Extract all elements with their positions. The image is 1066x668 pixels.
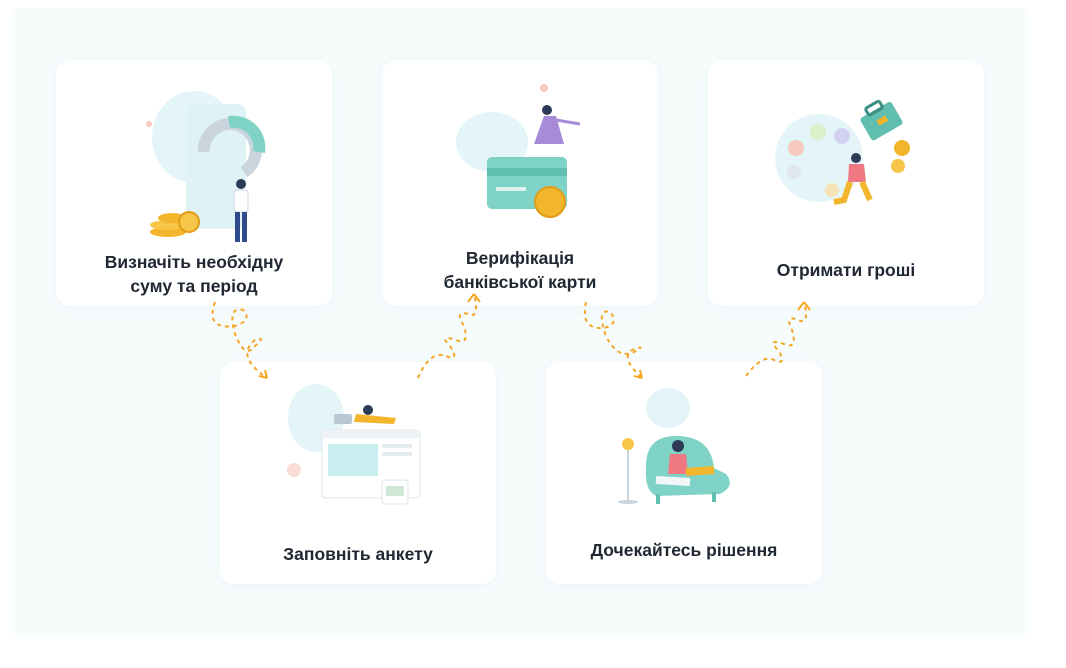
arrow-step3-to-step4 xyxy=(583,301,643,379)
step-card-decision: Дочекайтесь рішення xyxy=(546,362,822,584)
step-card-amount: Визначіть необхідну суму та період xyxy=(56,60,332,306)
step-label-decision: Дочекайтесь рішення xyxy=(590,540,778,560)
money-bag-illustration xyxy=(775,100,910,205)
step-label-verification: Верифікація банківської карти xyxy=(443,248,597,292)
arrow-step4-to-step5 xyxy=(745,301,811,377)
arrow-step1-to-step2 xyxy=(211,301,268,379)
step-label-amount: Визначіть необхідну суму та період xyxy=(104,252,284,296)
step-label-get-money: Отримати гроші xyxy=(776,260,916,280)
step-card-form: Заповніть анкету xyxy=(220,362,496,584)
laptop-form-illustration xyxy=(287,384,421,505)
step-card-verification: Верифікація банківської карти xyxy=(382,60,658,306)
step-label-form: Заповніть анкету xyxy=(283,544,433,564)
step-card-get-money: Отримати гроші xyxy=(708,60,984,306)
armchair-waiting-illustration xyxy=(618,388,730,504)
coins-and-person-illustration xyxy=(146,91,266,242)
bank-card-illustration xyxy=(456,84,581,218)
arrow-step2-to-step3 xyxy=(417,293,481,379)
